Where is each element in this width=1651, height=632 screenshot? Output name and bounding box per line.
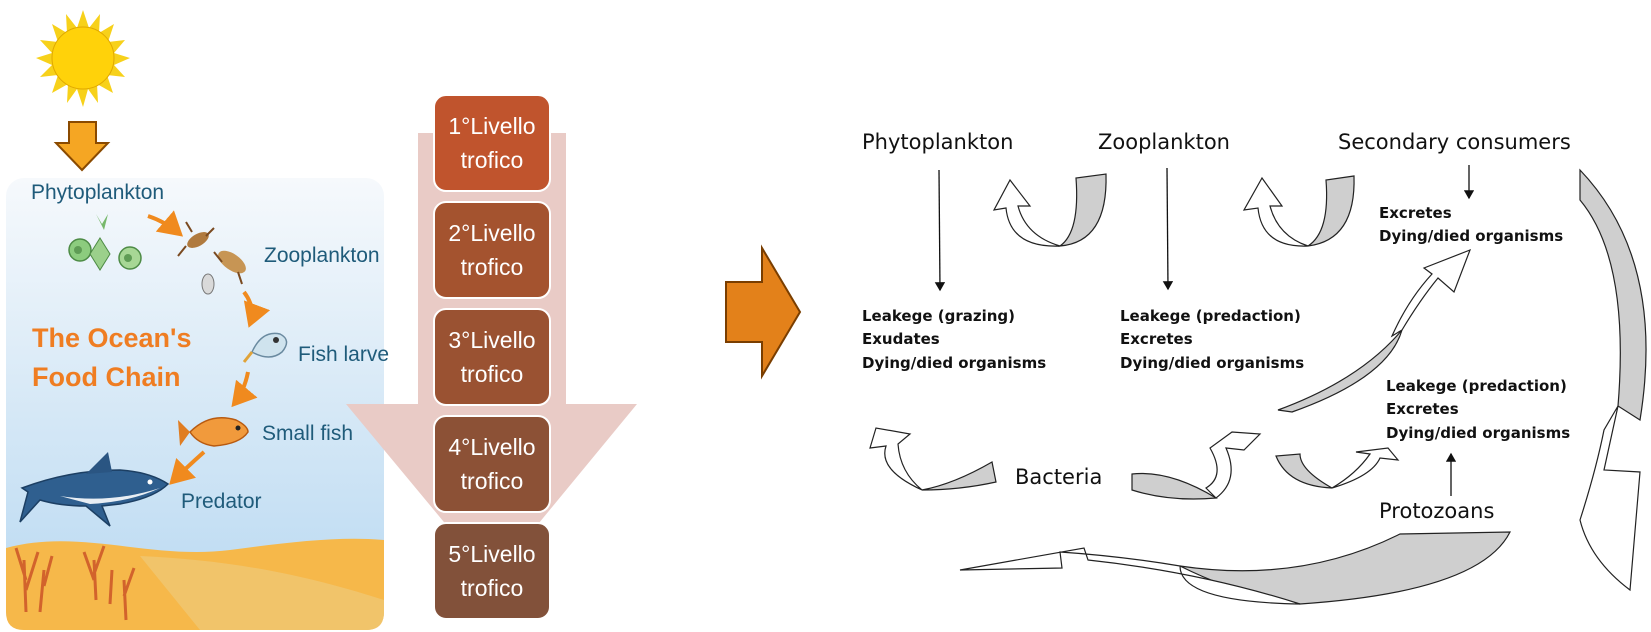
zoo-note-3: Dying/died organisms bbox=[1120, 354, 1304, 372]
ocean-panel: Phytoplankton Zooplankton Fish larve Sma… bbox=[6, 10, 389, 630]
trophic-levels: 1°Livellotrofico2°Livellotrofico3°Livell… bbox=[346, 95, 637, 619]
sunlight-arrow-icon bbox=[56, 122, 108, 170]
level-box-5: 5°Livello trofico bbox=[434, 523, 550, 619]
node-protozoans: Protozoans bbox=[1379, 499, 1494, 523]
level-box-4: 4°Livello trofico bbox=[434, 416, 550, 512]
level-label-line2: trofico bbox=[461, 147, 524, 173]
phyto-note-3: Dying/died organisms bbox=[862, 354, 1046, 372]
level-box-2: 2°Livello trofico bbox=[434, 202, 550, 298]
level-label-line2: trofico bbox=[461, 468, 524, 494]
node-zooplankton: Zooplankton bbox=[1098, 130, 1230, 154]
microbial-loop-diagram: Phytoplankton Zooplankton Secondary cons… bbox=[862, 130, 1646, 604]
sun-icon bbox=[36, 10, 130, 107]
panel-title-line1: The Ocean's bbox=[32, 323, 191, 353]
phyto-down-arrow bbox=[939, 170, 940, 290]
node-phytoplankton: Phytoplankton bbox=[862, 130, 1013, 154]
bottom-return-arrow bbox=[960, 532, 1510, 604]
level-box-3: 3°Livello trofico bbox=[434, 309, 550, 405]
level-label-line1: 4°Livello bbox=[448, 434, 535, 460]
level-label-line2: trofico bbox=[461, 575, 524, 601]
label-fish-larve: Fish larve bbox=[298, 343, 389, 366]
protozoa-note-3: Dying/died organisms bbox=[1386, 424, 1570, 442]
protozoa-note-1: Leakege (predaction) bbox=[1386, 377, 1567, 395]
level-label-line1: 5°Livello bbox=[448, 541, 535, 567]
level-box-bg bbox=[434, 416, 550, 512]
label-small-fish: Small fish bbox=[262, 422, 353, 445]
secondary-note-1: Excretes bbox=[1379, 204, 1452, 222]
phyto-note-1: Leakege (grazing) bbox=[862, 307, 1015, 325]
loop-arrow-bacteria-left bbox=[870, 428, 996, 490]
level-box-bg bbox=[434, 95, 550, 191]
zoo-down-arrow bbox=[1167, 168, 1168, 289]
phyto-note-2: Exudates bbox=[862, 330, 940, 348]
return-arrow-zoo bbox=[1244, 176, 1354, 246]
transition-arrow-icon bbox=[726, 248, 800, 376]
right-down-arrow bbox=[1580, 170, 1646, 590]
node-secondary-consumers: Secondary consumers bbox=[1338, 130, 1571, 154]
loop-arrow-bacteria-right bbox=[1132, 432, 1260, 499]
level-label-line1: 3°Livello bbox=[448, 327, 535, 353]
level-box-1: 1°Livello trofico bbox=[434, 95, 550, 191]
secondary-note-2: Dying/died organisms bbox=[1379, 227, 1563, 245]
zoo-note-1: Leakege (predaction) bbox=[1120, 307, 1301, 325]
zoo-note-2: Excretes bbox=[1120, 330, 1193, 348]
label-phytoplankton: Phytoplankton bbox=[31, 181, 164, 204]
level-label-line1: 2°Livello bbox=[448, 220, 535, 246]
protozoa-note-2: Excretes bbox=[1386, 400, 1459, 418]
label-zooplankton: Zooplankton bbox=[264, 244, 380, 267]
level-label-line1: 1°Livello bbox=[448, 113, 535, 139]
level-boxes: 1°Livellotrofico2°Livellotrofico3°Livell… bbox=[434, 95, 550, 619]
level-label-line2: trofico bbox=[461, 361, 524, 387]
node-bacteria: Bacteria bbox=[1015, 465, 1102, 489]
level-box-bg bbox=[434, 309, 550, 405]
return-arrow-phyto bbox=[994, 174, 1106, 246]
level-label-line2: trofico bbox=[461, 254, 524, 280]
label-predator: Predator bbox=[181, 490, 262, 513]
loop-arrow-protozoa bbox=[1276, 448, 1398, 488]
level-box-bg bbox=[434, 523, 550, 619]
panel-title-line2: Food Chain bbox=[32, 362, 180, 392]
level-box-bg bbox=[434, 202, 550, 298]
